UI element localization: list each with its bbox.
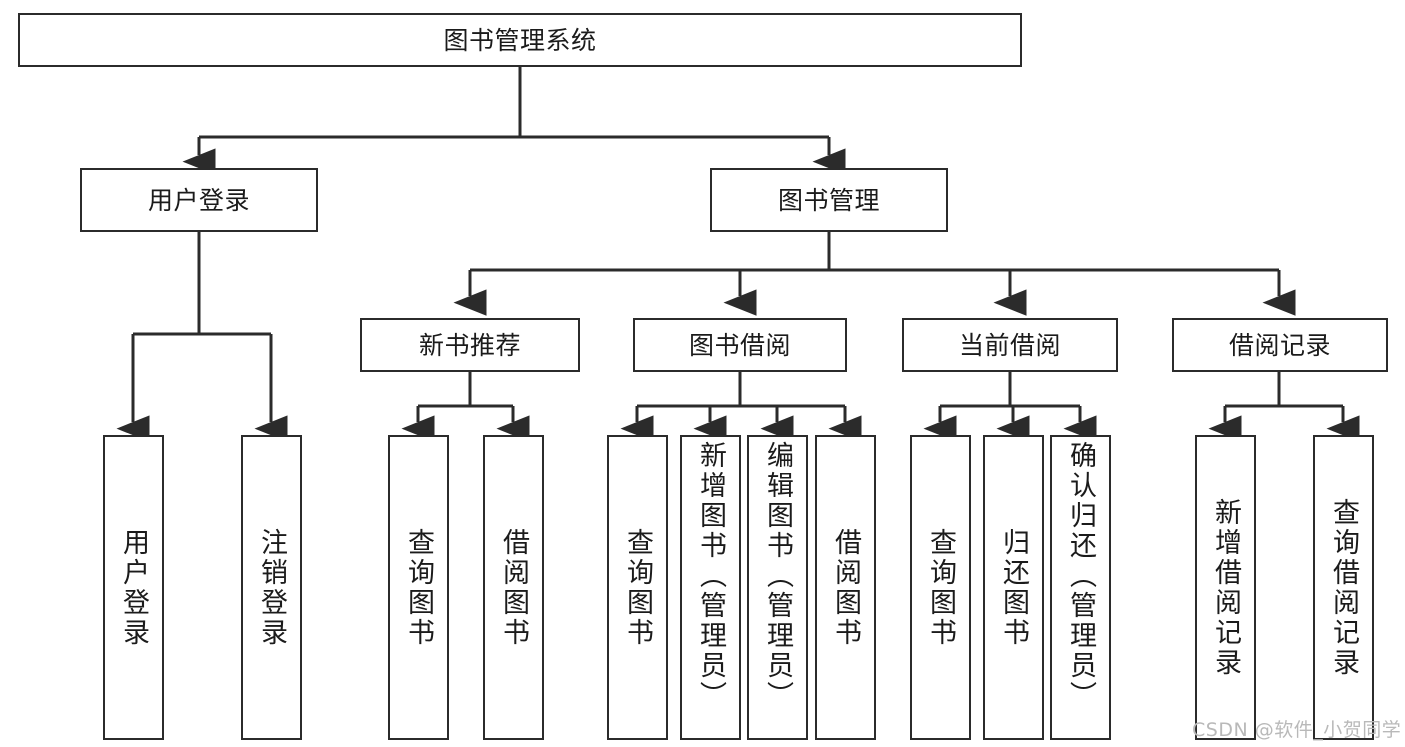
node-label: 查询借阅记录 [1328,497,1359,678]
leaf-query-book-borrow[interactable]: 查询图书 [607,435,668,740]
node-label: 新增借阅记录 [1210,497,1241,678]
node-label: 图书管理系统 [443,25,597,55]
node-label: 图书借阅 [688,330,791,360]
node-book-borrow[interactable]: 图书借阅 [633,318,847,372]
node-user-login[interactable]: 用户登录 [80,168,318,232]
node-label: 借阅记录 [1228,330,1331,360]
node-label: 归还图书 [998,527,1029,648]
leaf-query-book-current[interactable]: 查询图书 [910,435,971,740]
node-root-system[interactable]: 图书管理系统 [18,13,1022,67]
leaf-return-book[interactable]: 归还图书 [983,435,1044,740]
leaf-add-borrow-record[interactable]: 新增借阅记录 [1195,435,1256,740]
node-label: 查询图书 [925,527,956,648]
leaf-logout[interactable]: 注销登录 [241,435,302,740]
node-label: 确认归还（管理员） [1065,441,1096,711]
node-label: 借阅图书 [498,527,529,648]
node-label: 新增图书（管理员） [695,441,726,711]
leaf-user-login[interactable]: 用户登录 [103,435,164,740]
leaf-borrow-book-recommend[interactable]: 借阅图书 [483,435,544,740]
node-book-management[interactable]: 图书管理 [710,168,948,232]
node-label: 用户登录 [118,527,149,648]
node-label: 查询图书 [403,527,434,648]
node-label: 查询图书 [622,527,653,648]
leaf-query-book-recommend[interactable]: 查询图书 [388,435,449,740]
leaf-query-borrow-record[interactable]: 查询借阅记录 [1313,435,1374,740]
node-new-book-recommend[interactable]: 新书推荐 [360,318,580,372]
node-label: 用户登录 [147,185,250,215]
node-label: 借阅图书 [830,527,861,648]
node-label: 注销登录 [256,527,287,648]
node-borrow-record[interactable]: 借阅记录 [1172,318,1388,372]
node-label: 编辑图书（管理员） [762,441,793,711]
watermark-text: CSDN @软件_小贺同学 [1192,719,1402,741]
leaf-borrow-book[interactable]: 借阅图书 [815,435,876,740]
leaf-add-book-admin[interactable]: 新增图书（管理员） [680,435,741,740]
node-label: 新书推荐 [418,330,521,360]
leaf-confirm-return-admin[interactable]: 确认归还（管理员） [1050,435,1111,740]
node-label: 图书管理 [777,185,880,215]
node-current-borrow[interactable]: 当前借阅 [902,318,1118,372]
node-label: 当前借阅 [958,330,1061,360]
leaf-edit-book-admin[interactable]: 编辑图书（管理员） [747,435,808,740]
